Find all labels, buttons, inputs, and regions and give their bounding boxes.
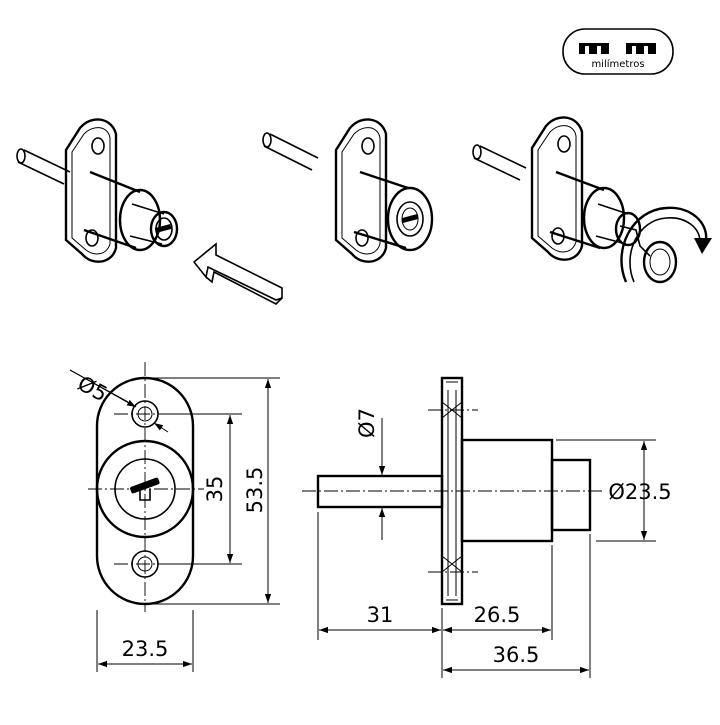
key-icon (619, 225, 678, 284)
pin-length-label: 31 (367, 603, 394, 627)
step-2-press-cylinder (262, 118, 434, 263)
step-3-turn-key (472, 116, 712, 284)
logo-mark (579, 43, 656, 54)
pin (316, 474, 444, 509)
body-diameter-label: Ø23.5 (608, 480, 671, 504)
cylinder-body-side (460, 438, 554, 543)
hole-spacing-label: 35 (203, 476, 227, 503)
body-length-label: 26.5 (474, 603, 521, 627)
side-view: Ø7 Ø23.5 31 26.5 36.5 (302, 376, 672, 678)
overall-height-label: 53.5 (243, 467, 267, 514)
front-view: Ø5 35 53.5 23.5 (69, 362, 280, 672)
push-arrow (192, 242, 283, 305)
total-length-label: 36.5 (493, 643, 540, 667)
brand-logo: milímetros (562, 28, 674, 75)
width-label: 23.5 (122, 637, 169, 661)
step-1-insert-key (16, 118, 283, 305)
hole-diameter-label: Ø5 (74, 371, 112, 406)
rotate-arrow (620, 206, 712, 283)
pin-diameter-label: Ø7 (355, 408, 379, 438)
logo-subtitle: milímetros (591, 58, 644, 70)
plug-side (550, 458, 592, 532)
